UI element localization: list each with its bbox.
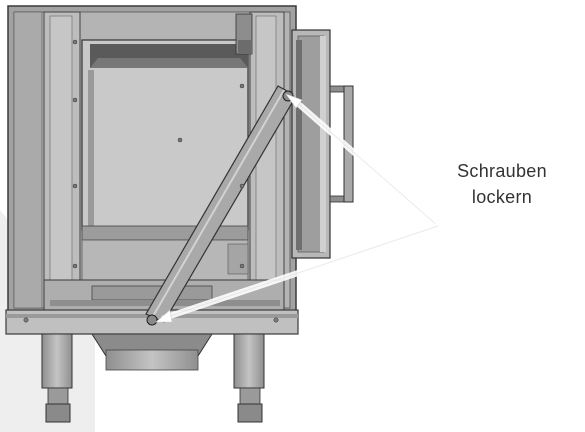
left-foot — [41, 333, 73, 423]
callout-glow — [440, 224, 585, 238]
lower-arrowhead — [155, 309, 173, 323]
screw-markers — [23, 39, 279, 323]
right-foot — [233, 333, 265, 423]
top-bracket — [235, 13, 253, 55]
ash-drawer — [91, 333, 213, 371]
firebox-window — [81, 39, 249, 281]
callout-label: Schrauben lockern — [452, 158, 552, 210]
callout-arrows — [155, 93, 441, 323]
side-door-panel — [291, 29, 331, 259]
lower-screw — [146, 314, 158, 326]
callout-line-1: Schrauben — [457, 161, 547, 181]
upper-arrowhead — [285, 93, 303, 109]
callout-line-2: lockern — [471, 187, 533, 207]
